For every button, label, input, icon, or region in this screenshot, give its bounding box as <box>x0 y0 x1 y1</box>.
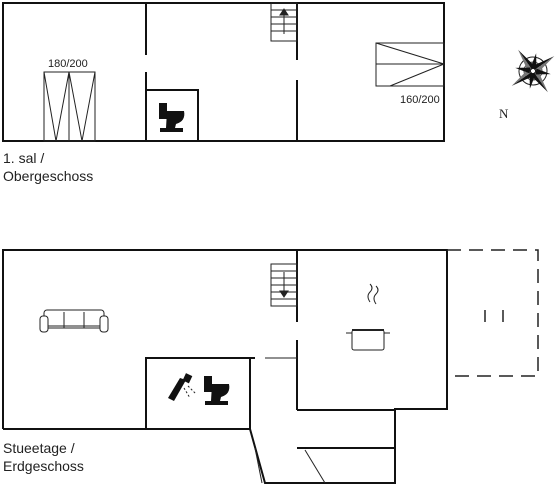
toilet-icon <box>204 376 230 405</box>
shower-icon <box>168 373 197 401</box>
bed-size-label: 160/200 <box>400 94 440 106</box>
compass-rose-icon <box>511 49 555 93</box>
terrace-posts <box>484 310 504 322</box>
stairs-icon <box>270 2 298 42</box>
entrance-lines <box>254 357 326 484</box>
sofa-icon <box>39 309 109 333</box>
floor-label-line: Stueetage / <box>3 440 75 456</box>
bed-size-label: 180/200 <box>48 58 88 70</box>
stairs-icon <box>270 263 298 307</box>
bed-icon <box>375 42 445 87</box>
floor-label-upper: 1. sal / Obergeschoss <box>3 149 93 185</box>
floor-label-line: Erdgeschoss <box>3 458 84 474</box>
floor-label-line: Obergeschoss <box>3 168 94 184</box>
terrace-outline <box>447 249 539 377</box>
upper-toilet-room <box>146 89 199 141</box>
north-label: N <box>499 106 509 121</box>
cooking-pot-icon <box>346 283 390 351</box>
toilet-icon <box>159 103 185 132</box>
floor-label-ground: Stueetage / Erdgeschoss <box>3 439 84 475</box>
floor-label-line: 1. sal / <box>3 150 45 166</box>
bed-icon <box>43 71 96 142</box>
